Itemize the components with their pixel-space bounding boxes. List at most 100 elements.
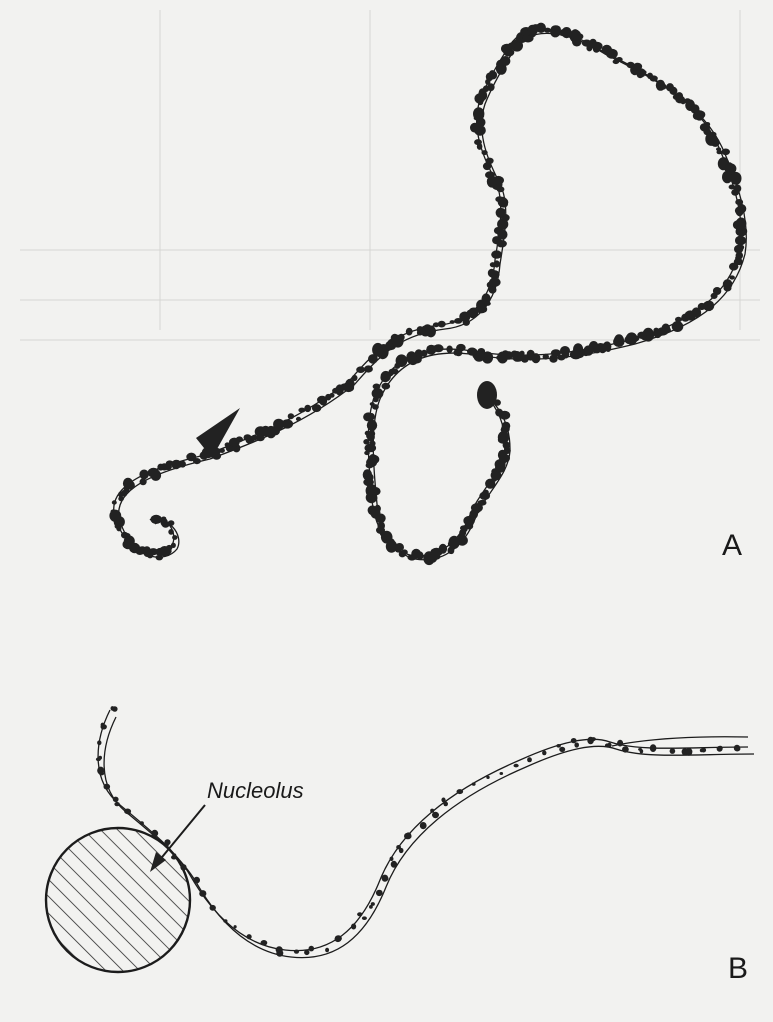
chromomere-bead — [352, 375, 358, 381]
chromomere-bead — [424, 324, 432, 331]
chromomere-bead — [511, 351, 519, 359]
chromomere-bead — [457, 535, 468, 545]
chromomere-bead — [127, 811, 131, 815]
chromomere-bead — [357, 368, 362, 373]
chromomere-bead — [486, 776, 489, 779]
chromomere-bead — [454, 350, 459, 356]
chromomere-bead — [700, 749, 704, 753]
chromomere-bead — [710, 132, 716, 137]
chromomere-bead — [727, 162, 732, 167]
chromomere-bead — [467, 348, 477, 356]
chromomere-bead — [591, 737, 596, 741]
chromomere-bead — [650, 744, 657, 752]
chromomere-bead — [496, 355, 503, 360]
chromomere-bead — [654, 330, 662, 339]
chromomere-bead — [363, 439, 369, 445]
chromomere-bead — [357, 912, 362, 916]
chromomere-bead — [483, 294, 489, 298]
chromomere-bead — [98, 756, 102, 760]
chromomere-bead — [460, 525, 468, 531]
chromomere-bead — [736, 229, 743, 236]
chromomere-bead — [234, 925, 237, 928]
chromomere-bead — [171, 543, 176, 548]
chromomere-bead — [485, 171, 495, 178]
chromomere-bead — [118, 496, 124, 501]
chromomere-bead — [696, 114, 701, 119]
chromomere-bead — [486, 158, 494, 164]
chromomere-bead — [172, 853, 176, 857]
chromomere-bead — [104, 784, 111, 790]
chromomere-bead — [372, 404, 379, 410]
chromomere-bead — [675, 96, 685, 104]
chromomere-bead — [574, 742, 579, 747]
chromomere-bead — [244, 434, 252, 441]
chromomere-bead — [729, 275, 735, 279]
chromomere-bead — [474, 139, 482, 145]
chromomere-bead — [500, 772, 504, 775]
chromomere-bead — [247, 934, 252, 939]
chromomere-bead — [210, 905, 216, 911]
chromomere-bead — [168, 529, 174, 535]
chromomere-bead — [438, 321, 446, 328]
chromomere-bead — [672, 321, 684, 332]
chromomere-bead — [406, 832, 411, 836]
chromomere-bead — [721, 149, 730, 156]
chromomere-bead — [560, 346, 570, 356]
chromomere-bead — [717, 746, 723, 752]
chromomere-bead — [685, 748, 692, 756]
chromomere-bead — [391, 861, 397, 868]
chromomere-bead — [498, 436, 508, 444]
chromomere-bead — [101, 724, 107, 729]
chromomere-bead — [369, 421, 376, 428]
chromomere-bead — [640, 749, 644, 753]
chromomere-bead — [479, 88, 487, 97]
chromomere-bead — [684, 98, 690, 103]
chromomere-bead — [473, 107, 484, 120]
chromomere-bead — [670, 748, 676, 754]
chromomere-bead — [370, 494, 377, 501]
chromomere-bead — [491, 250, 502, 258]
chromomere-bead — [276, 950, 283, 957]
panel-b-nucleolus-chromosome: Nucleolus B — [46, 706, 754, 985]
chromomere-bead — [660, 84, 666, 90]
chromomere-bead — [527, 757, 532, 762]
chromomere-bead — [157, 464, 164, 471]
chromomere-bead — [490, 270, 500, 279]
chromomere-bead — [731, 189, 739, 196]
chromomere-bead — [351, 924, 356, 930]
chromomere-bead — [186, 453, 196, 462]
chromomere-bead — [494, 260, 500, 267]
chromomere-bead — [692, 307, 702, 317]
chromomere-bead — [441, 798, 445, 803]
chromomere-bead — [296, 417, 301, 421]
chromomere-bead — [113, 797, 119, 802]
chromomere-bead — [483, 490, 489, 495]
chromomeres-panel-a — [109, 23, 747, 566]
chromomere-bead — [499, 197, 506, 205]
chromomere-bead — [724, 285, 732, 292]
chromomere-bead — [288, 413, 294, 419]
chromomere-bead — [312, 404, 321, 412]
chromomere-bead — [476, 305, 488, 313]
panel-label-a: A — [722, 529, 742, 562]
chromomere-bead — [482, 150, 488, 155]
chromomere-bead — [717, 150, 723, 154]
chromomere-bead — [472, 507, 480, 513]
chromosome-strand-a2 — [119, 33, 747, 559]
chromomere-bead — [711, 293, 718, 299]
chromomere-bead — [616, 57, 623, 62]
chromomere-bead — [140, 821, 144, 825]
bleed-through-lines — [20, 10, 760, 340]
chromomere-bead — [497, 229, 507, 239]
chromomere-bead — [439, 544, 447, 554]
chromomere-bead — [735, 236, 746, 246]
chromomere-bead — [457, 789, 464, 794]
chromomere-bead — [531, 24, 540, 32]
chromomere-bead — [617, 740, 623, 747]
chromomere-bead — [586, 45, 592, 52]
chromomere-bead — [376, 890, 383, 896]
chromomere-bead — [707, 301, 714, 308]
chromomere-bead — [373, 397, 379, 403]
chromomeres-panel-b — [96, 706, 741, 957]
chromomere-bead — [364, 365, 373, 372]
